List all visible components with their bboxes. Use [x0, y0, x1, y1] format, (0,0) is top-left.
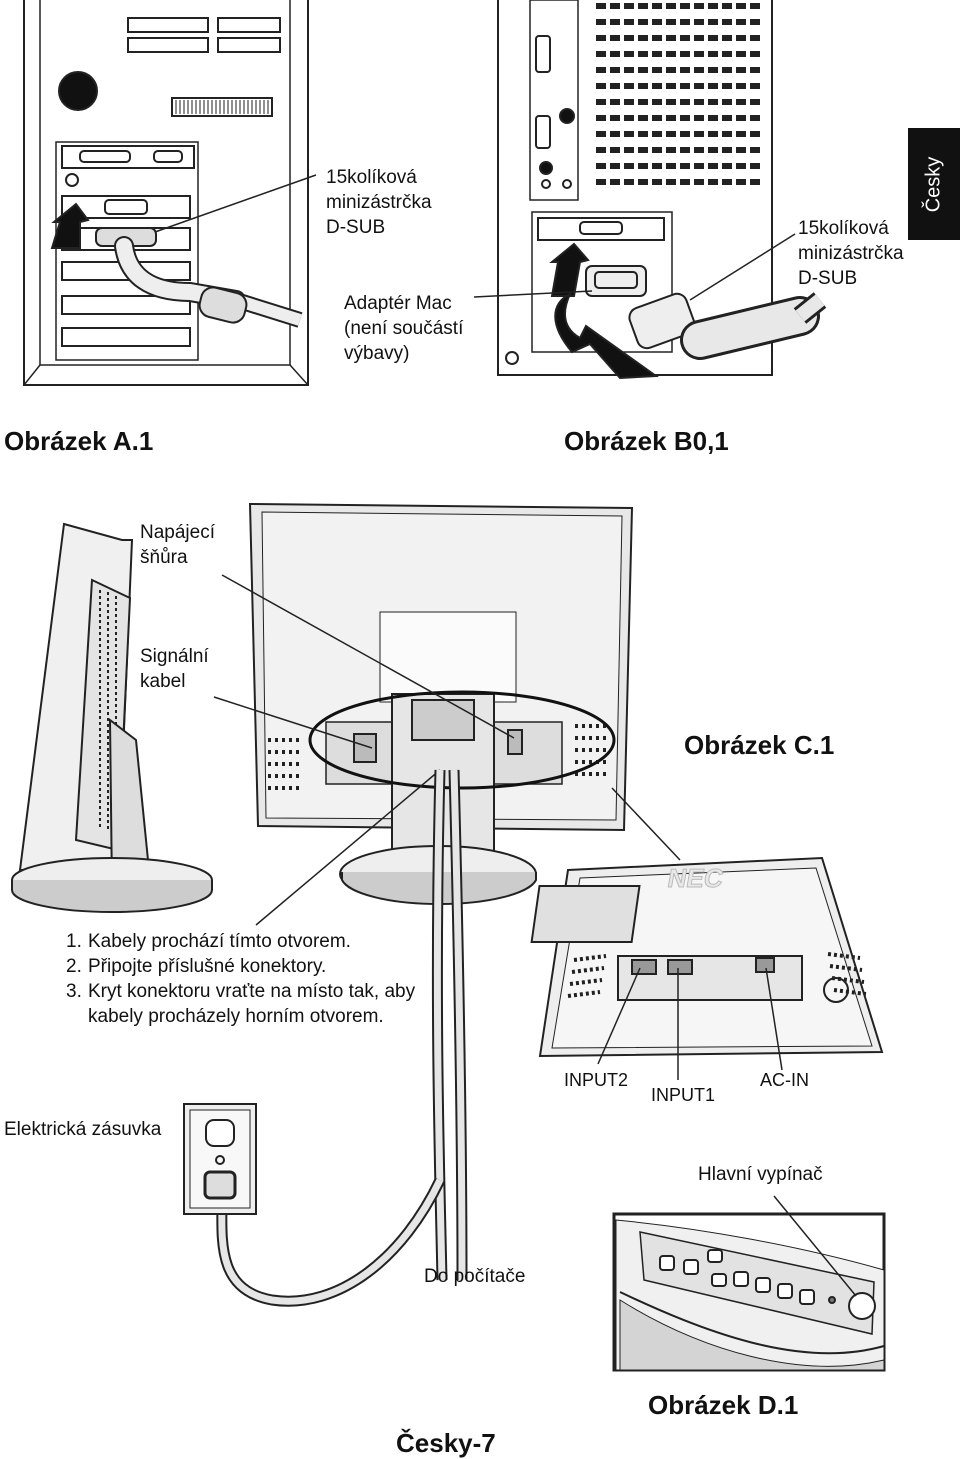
figure-d-caption: Obrázek D.1: [648, 1390, 799, 1420]
step-item: 1. Kabely prochází tímto otvorem.: [66, 929, 486, 954]
figure-b-connector-label: 15kolíková minizástrčka D-SUB: [798, 218, 904, 289]
figure-c-caption: Obrázek C.1: [684, 730, 835, 760]
power-cord-label: Napájecí šňůra: [140, 522, 215, 568]
main-switch-label: Hlavní vypínač: [698, 1164, 823, 1185]
figure-a-computer-rear: [23, 0, 309, 386]
wall-outlet: [183, 1103, 257, 1215]
figure-a-caption: Obrázek A.1: [4, 426, 154, 456]
signal-cable-label: Signální kabel: [140, 646, 209, 692]
step-text: Kryt konektoru vraťte na místo tak, aby …: [88, 981, 416, 1027]
computer-label: Do počítače: [424, 1266, 526, 1287]
monitor-side-view: [11, 522, 213, 913]
input1-label: INPUT1: [651, 1085, 716, 1105]
step-number: 2.: [66, 956, 82, 977]
figure-d-closeup: [612, 1212, 886, 1372]
page-number: Česky-7: [396, 1428, 496, 1458]
step-item: 2. Připojte příslušné konektory.: [66, 954, 486, 979]
nec-logo: NEC: [665, 863, 726, 894]
step-number: 3.: [66, 981, 82, 1002]
outlet-label: Elektrická zásuvka: [4, 1119, 162, 1140]
figure-a-connector-label: 15kolíková minizástrčka D-SUB: [326, 167, 432, 238]
figure-a-adapter-label: Adaptér Mac (není součástí výbavy): [344, 293, 464, 364]
connection-steps: 1. Kabely prochází tímto otvorem. 2. Při…: [66, 929, 486, 1029]
cables: [216, 769, 468, 1307]
monitor-underside: [530, 856, 884, 1058]
step-text: Kabely prochází tímto otvorem.: [88, 931, 351, 952]
step-number: 1.: [66, 931, 82, 952]
ac-in-label: AC-IN: [760, 1070, 809, 1090]
input2-label: INPUT2: [564, 1070, 629, 1090]
monitor-rear-view: [248, 502, 634, 906]
figure-b-caption: Obrázek B0,1: [564, 426, 729, 456]
figure-b-computer-rear: [497, 0, 827, 380]
language-tab: Česky: [908, 128, 960, 240]
step-item: 3. Kryt konektoru vraťte na místo tak, a…: [66, 979, 486, 1029]
language-tab-label: Česky: [922, 156, 945, 212]
step-text: Připojte příslušné konektory.: [88, 956, 327, 977]
